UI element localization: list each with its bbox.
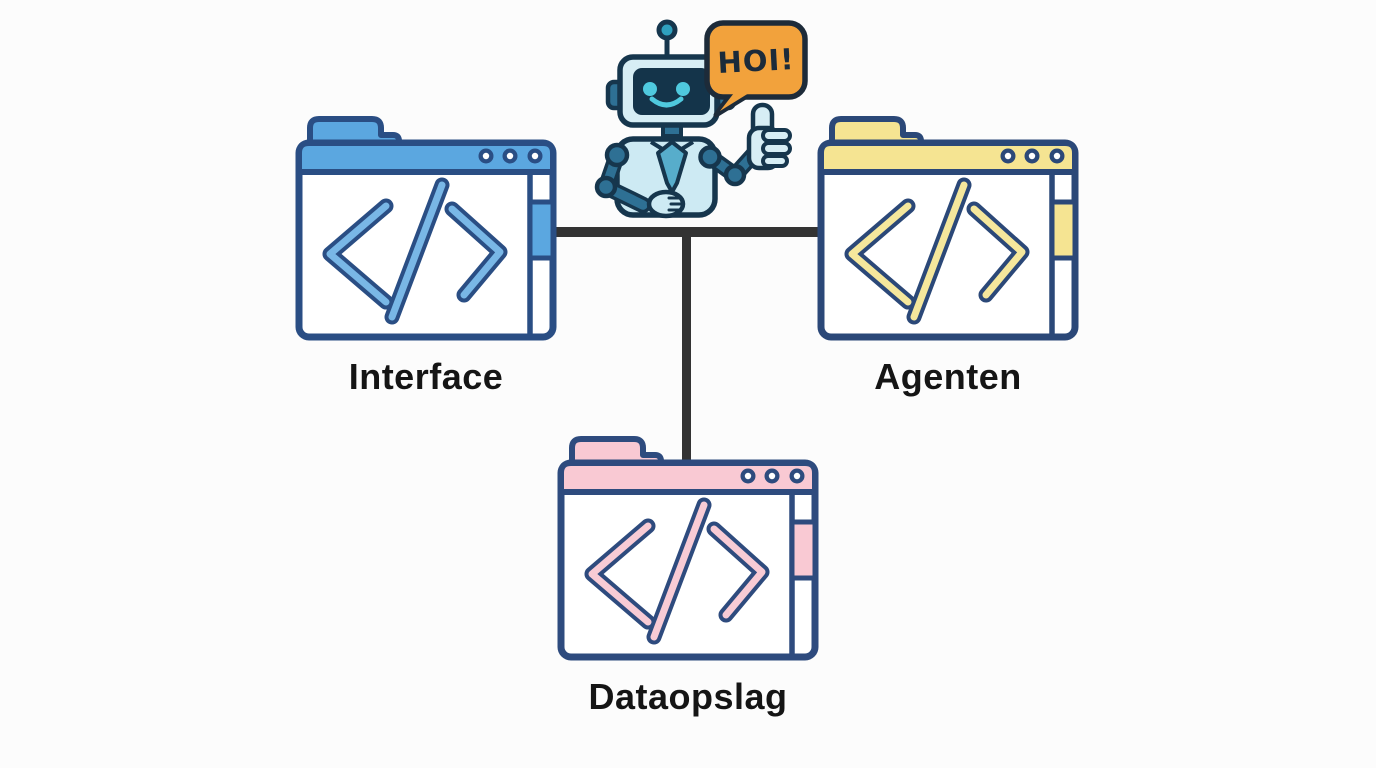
robot-antenna-icon <box>656 19 678 58</box>
folder-label: Interface <box>348 356 504 397</box>
scrollbar-thumb <box>1049 199 1078 261</box>
robot-hand-left <box>646 189 686 219</box>
robot-mascot: HOI! <box>594 19 808 219</box>
window-dots-icon <box>740 468 805 484</box>
robot-head <box>617 54 720 128</box>
code-glyph-icon <box>844 177 1030 325</box>
robot-arm-right <box>698 145 762 187</box>
robot-thumbs-up-icon <box>746 102 792 171</box>
code-glyph-icon <box>584 497 770 645</box>
speech-bubble-text: HOI! <box>717 42 796 80</box>
folder-label: Agenten <box>874 356 1022 397</box>
folder-node-agenten: Agenten <box>816 114 1080 398</box>
folder-node-dataopslag: Dataopslag <box>556 434 820 718</box>
robot-face-screen <box>633 68 710 115</box>
code-window-icon <box>557 436 819 661</box>
robot-smile <box>649 96 684 108</box>
robot-arm-left <box>594 142 652 214</box>
code-window-icon <box>817 116 1079 341</box>
folder-node-interface: Interface <box>294 114 558 398</box>
connector-vertical <box>682 227 691 462</box>
speech-bubble: HOI! <box>704 20 808 118</box>
window-dots-icon <box>1000 148 1065 164</box>
code-window-icon <box>295 116 557 341</box>
robot-eye-right <box>676 82 690 96</box>
folder-label: Dataopslag <box>588 676 788 717</box>
scrollbar-thumb <box>527 199 556 261</box>
scrollbar-thumb <box>789 519 818 581</box>
code-glyph-icon <box>322 177 508 325</box>
window-dots-icon <box>478 148 543 164</box>
robot-eye-left <box>643 82 657 96</box>
